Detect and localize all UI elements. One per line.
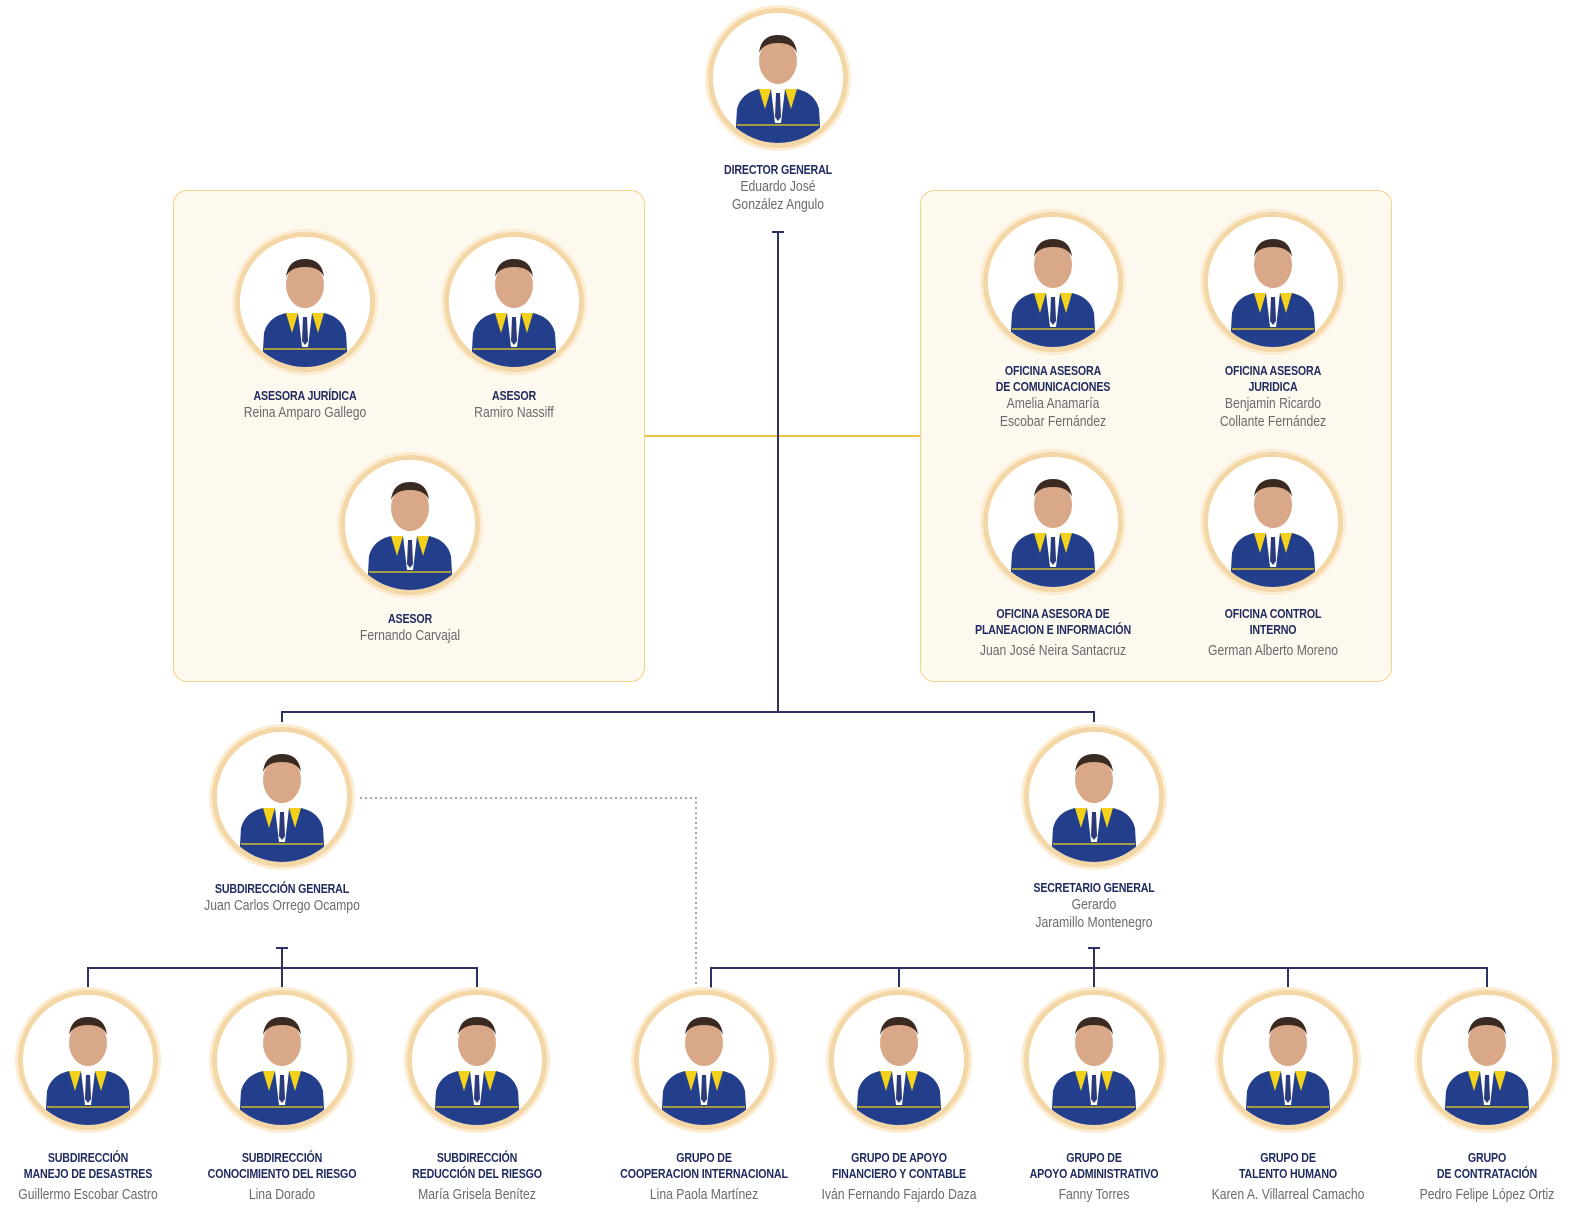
person-photo-icon	[235, 232, 375, 372]
role-title: ASESOR	[387, 611, 433, 626]
person-photo-icon	[634, 990, 774, 1130]
role-title: SECRETARIO GENERAL	[1033, 880, 1155, 895]
role-title: SUBDIRECCIÓN	[241, 1150, 323, 1165]
role-title: OFICINA CONTROL	[1224, 606, 1322, 621]
person-name-line: Amelia Anamaría	[1006, 396, 1100, 412]
role-title: GRUPO DE APOYO	[851, 1150, 947, 1165]
role-title: JURIDICA	[1248, 379, 1298, 394]
person-photo-icon	[829, 990, 969, 1130]
role-title: SUBDIRECCIÓN GENERAL	[214, 881, 350, 896]
role-title: REDUCCIÓN DEL RIESGO	[412, 1166, 542, 1181]
person-name-line: Juan José Neira Santacruz	[979, 643, 1127, 659]
role-title: FINANCIERO Y CONTABLE	[832, 1166, 966, 1181]
role-title: TALENTO HUMANO	[1239, 1166, 1337, 1181]
person-photo-icon	[1218, 990, 1358, 1130]
role-title: GRUPO DE	[676, 1150, 732, 1165]
person-photo-icon	[1417, 990, 1557, 1130]
person-photo-icon	[444, 232, 584, 372]
person-name-line: Ramiro Nassiff	[474, 405, 554, 421]
person-photo-icon	[983, 212, 1123, 352]
role-title: SUBDIRECCIÓN	[47, 1150, 129, 1165]
role-title: INTERNO	[1249, 622, 1297, 637]
person-photo-icon	[708, 8, 848, 148]
grupos-line	[710, 967, 1488, 988]
person-name-line: Eduardo José	[740, 179, 816, 195]
role-title: GRUPO	[1467, 1150, 1507, 1165]
person-name-line: Iván Fernando Fajardo Daza	[821, 1187, 977, 1203]
person-photo-icon	[18, 990, 158, 1130]
role-title: OFICINA ASESORA	[1224, 363, 1322, 378]
person-photo-icon	[1024, 990, 1164, 1130]
person-photo-icon	[340, 455, 480, 595]
role-title: OFICINA ASESORA DE	[996, 606, 1110, 621]
person-name-line: González Angulo	[731, 197, 825, 213]
role-title: MANEJO DE DESASTRES	[23, 1166, 153, 1181]
person-photo-icon	[1024, 727, 1164, 867]
role-title: ASESORA JURÍDICA	[253, 388, 357, 403]
role-title: COOPERACION INTERNACIONAL	[620, 1166, 788, 1181]
role-title: CONOCIMIENTO DEL RIESGO	[207, 1166, 357, 1181]
person-name-line: María Grisela Benítez	[418, 1187, 536, 1203]
dotted-coordination-line	[360, 797, 697, 985]
person-name-line: Karen A. Villarreal Camacho	[1211, 1187, 1365, 1203]
person-name-line: Lina Dorado	[248, 1187, 316, 1203]
role-title: ASESOR	[491, 388, 537, 403]
person-name-line: Gerardo	[1071, 897, 1117, 913]
person-name-line: Fanny Torres	[1058, 1187, 1130, 1203]
role-title: GRUPO DE	[1066, 1150, 1122, 1165]
role-title: SUBDIRECCIÓN	[436, 1150, 518, 1165]
second-level-line	[281, 711, 1095, 722]
role-title: OFICINA ASESORA	[1004, 363, 1102, 378]
person-photo-icon	[407, 990, 547, 1130]
person-name-line: Collante Fernández	[1219, 414, 1327, 430]
role-title: PLANEACION E INFORMACIÓN	[975, 622, 1131, 637]
role-title: DIRECTOR GENERAL	[724, 162, 832, 177]
person-name-line: Guillermo Escobar Castro	[18, 1187, 158, 1203]
person-name-line: Pedro Felipe López Ortiz	[1419, 1187, 1555, 1203]
person-photo-icon	[1203, 212, 1343, 352]
role-title: DE COMUNICACIONES	[995, 379, 1111, 394]
person-name-line: Fernando Carvajal	[359, 628, 461, 644]
person-name-line: Jaramillo Montenegro	[1035, 915, 1153, 931]
role-title: APOYO ADMINISTRATIVO	[1029, 1166, 1159, 1181]
person-photo-icon	[212, 990, 352, 1130]
role-title: GRUPO DE	[1260, 1150, 1316, 1165]
person-photo-icon	[983, 452, 1123, 592]
person-name-line: German Alberto Moreno	[1208, 643, 1338, 659]
person-name-line: Juan Carlos Orrego Ocampo	[204, 898, 360, 914]
person-name-line: Reina Amparo Gallego	[243, 405, 367, 421]
role-title: DE CONTRATACIÓN	[1436, 1166, 1538, 1181]
person-name-line: Lina Paola Martínez	[649, 1187, 759, 1203]
person-name-line: Benjamin Ricardo	[1224, 396, 1322, 412]
person-photo-icon	[212, 727, 352, 867]
person-name-line: Escobar Fernández	[999, 414, 1107, 430]
person-photo-icon	[1203, 452, 1343, 592]
